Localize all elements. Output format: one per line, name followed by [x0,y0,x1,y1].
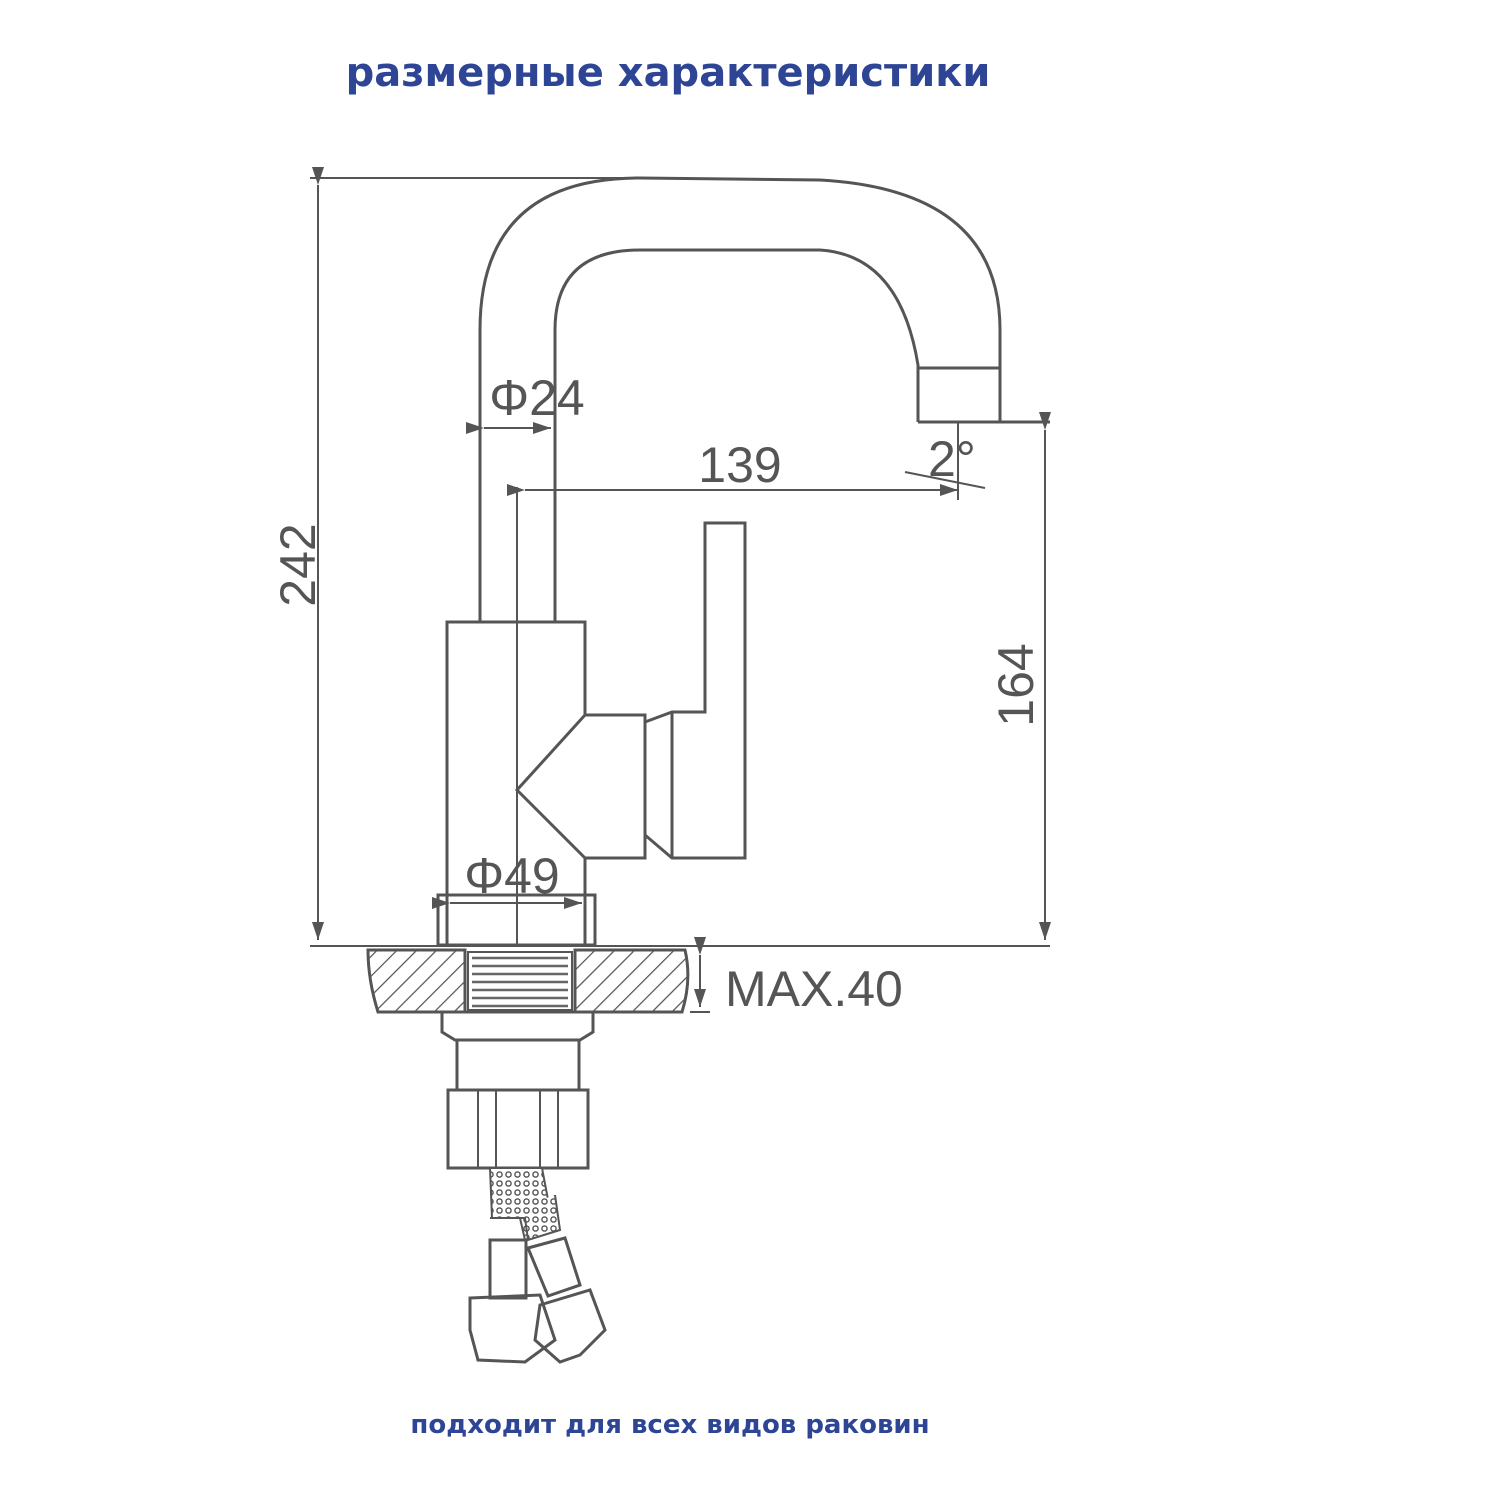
spout [478,176,1050,622]
mounting-nut-and-hoses [440,1010,607,1364]
dimension-label-phi24: Φ24 [489,370,585,426]
countertop-section: MAX.40 [366,937,903,1017]
dimension-label-angle: 2° [928,431,976,487]
page-title: размерные характеристики [346,50,991,96]
dimension-spout-height: 164 [988,412,1051,940]
dimension-total-height: 242 [270,167,640,940]
dimension-label-139: 139 [698,437,781,493]
footer-caption: подходит для всех видов раковин [410,1410,929,1440]
dimension-label-242: 242 [270,523,326,606]
dimension-spout-diameter: Φ24 [466,370,585,434]
dimension-label-phi49: Φ49 [464,848,560,904]
dimension-base-diameter: Φ49 [432,848,582,909]
dimension-label-max40: MAX.40 [725,961,903,1017]
dimension-label-164: 164 [988,643,1044,726]
dimension-spout-reach: 139 2° [507,422,986,500]
